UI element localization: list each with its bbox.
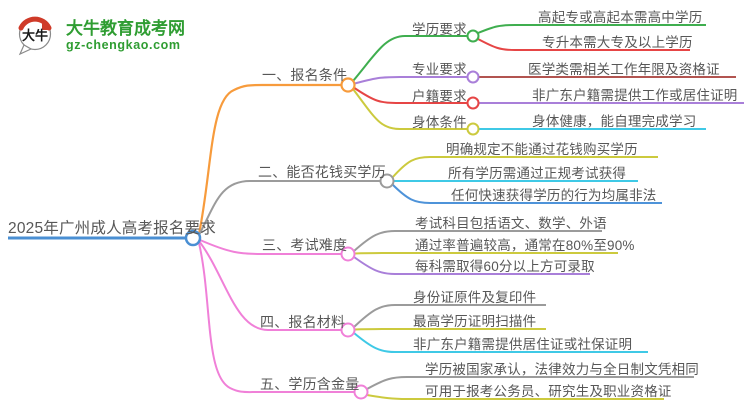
wire-branch-1 [197, 83, 341, 235]
branch-2-label[interactable]: 二、能否花钱买学历 [258, 163, 386, 180]
leaf-health-1[interactable]: 身体健康，能自理完成学习 [532, 113, 697, 129]
leaf-residence-1[interactable]: 非广东户籍需提供工作或居住证明 [532, 87, 738, 103]
branch-3-label[interactable]: 三、考试难度 [262, 237, 348, 253]
wire-leaf-4-3 [353, 332, 648, 353]
logo-text-block: 大牛教育成考网 gz-chengkao.com [66, 18, 185, 53]
leaf-3-2[interactable]: 通过率普遍较高，通常在80%至90% [415, 237, 635, 253]
logo-badge-text: 大牛 [22, 28, 48, 43]
leaf-3-3[interactable]: 每科需取得60分以上方可录取 [415, 259, 595, 274]
leaf-2-1[interactable]: 明确规定不能通过花钱购买学历 [446, 141, 638, 157]
logo-title: 大牛教育成考网 [66, 18, 185, 38]
leaf-edu-1[interactable]: 高起专或高起本需高中学历 [538, 10, 703, 25]
wire-health-req [352, 88, 467, 130]
major-req-node-toggle[interactable] [466, 70, 480, 84]
logo-seal [42, 23, 48, 30]
wire-leaf-3-1 [353, 230, 602, 252]
residence-req-node-toggle[interactable] [466, 96, 480, 110]
root-node-toggle[interactable] [184, 229, 202, 247]
wire-leaf-4-2 [354, 328, 546, 331]
health-req-node-toggle[interactable] [466, 122, 480, 136]
leaf-3-1[interactable]: 考试科目包括语文、数学、外语 [415, 215, 607, 231]
leaf-edu-2[interactable]: 专升本需大专及以上学历 [542, 35, 693, 50]
edu-req-node-toggle[interactable] [466, 29, 480, 43]
wire-leaf-1-1-1 [477, 24, 706, 34]
wire-leaf-2-1 [391, 156, 658, 179]
leaf-2-2[interactable]: 所有学历需通过正规考试获得 [448, 165, 627, 181]
root-topic[interactable]: 2025年广州成人高考报名要求 [8, 220, 216, 237]
leaf-5-1[interactable]: 学历被国家承认，法律效力与全日制文凭相同 [425, 361, 699, 377]
leaf-4-2[interactable]: 最高学历证明扫描件 [413, 313, 537, 329]
wire-edu-req [352, 35, 467, 82]
branch-5-node-toggle[interactable] [353, 384, 369, 400]
branch-2-node-toggle[interactable] [379, 173, 395, 189]
wire-branch-4 [198, 240, 342, 331]
wire-leaf-5-2 [366, 394, 664, 400]
branch-3-node-toggle[interactable] [340, 246, 356, 262]
wire-leaf-5-1 [366, 376, 694, 390]
residence-req-label[interactable]: 户籍要求 [412, 88, 467, 104]
leaf-4-1[interactable]: 身份证原件及复印件 [413, 289, 537, 305]
wire-leaf-3-2 [354, 252, 618, 255]
branch-4-label[interactable]: 四、报名材料 [260, 313, 346, 330]
branch-1-node-toggle[interactable] [340, 77, 356, 93]
branch-5-label[interactable]: 五、学历含金量 [260, 375, 360, 392]
logo-domain: gz-chengkao.com [66, 38, 181, 53]
logo-bubble-tail [18, 44, 33, 56]
wire-leaf-1-1-2 [477, 38, 690, 51]
major-req-label[interactable]: 专业要求 [412, 62, 467, 77]
branch-4-node-toggle[interactable] [340, 322, 356, 338]
site-logo[interactable]: 大牛 大牛教育成考网 gz-chengkao.com [12, 14, 185, 58]
branch-1-label[interactable]: 一、报名条件 [262, 67, 348, 83]
edu-req-label[interactable]: 学历要求 [412, 21, 467, 37]
leaf-major-1[interactable]: 医学类需相关工作年限及资格证 [528, 61, 720, 77]
health-req-label[interactable]: 身体条件 [412, 114, 467, 130]
wire-branch-5 [198, 242, 355, 394]
logo-bubble-icon: 大牛 [18, 16, 52, 56]
wire-leaf-4-1 [353, 304, 546, 328]
wire-branch-2 [198, 180, 380, 236]
leaf-5-2[interactable]: 可用于报考公务员、研究生及职业资格证 [425, 383, 672, 399]
wire-leaf-3-3 [353, 256, 590, 275]
wire-leaf-2-3 [391, 183, 662, 204]
leaf-4-3[interactable]: 非广东户籍需提供居住证或社保证明 [413, 337, 633, 352]
wire-branch-3 [199, 239, 342, 255]
wire-major-req [352, 76, 467, 85]
wire-residence-req [352, 86, 467, 104]
leaf-2-3[interactable]: 任何快速获得学历的行为均属非法 [451, 187, 657, 203]
